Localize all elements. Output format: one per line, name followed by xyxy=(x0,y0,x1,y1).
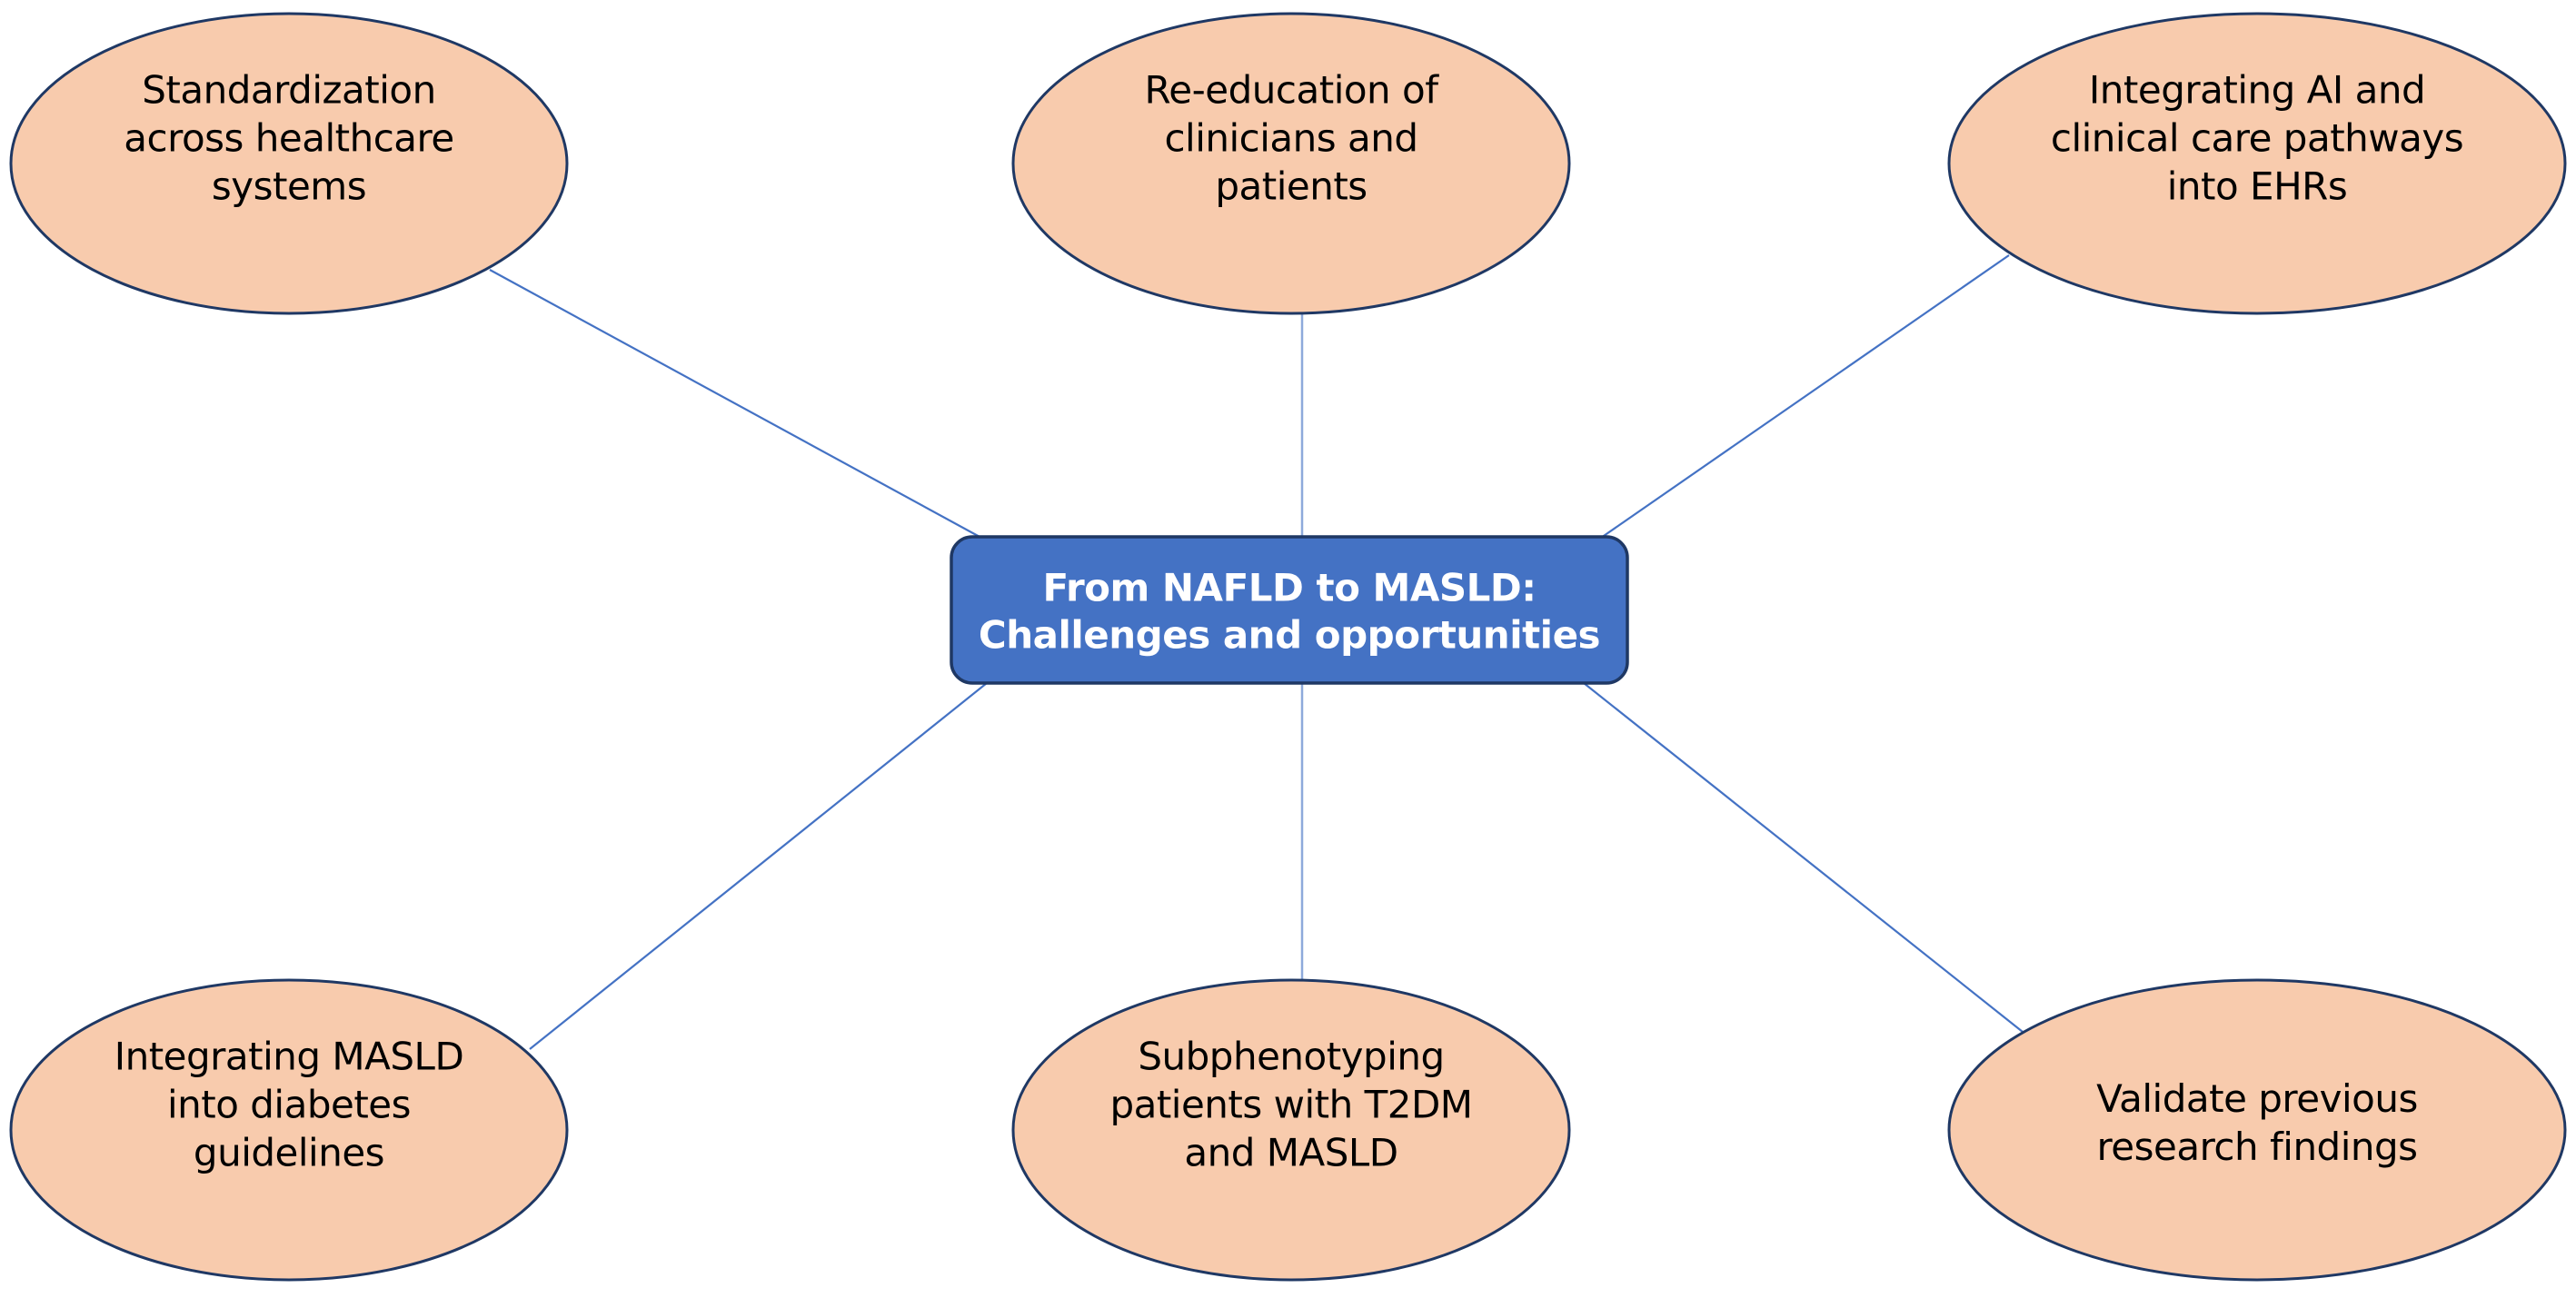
connectors xyxy=(489,254,2024,1050)
center-topic-line-2: Challenges and opportunities xyxy=(979,613,1600,658)
connector-standardization xyxy=(489,269,982,539)
node-ellipse xyxy=(9,978,569,1282)
connector-validate-findings xyxy=(1583,682,2024,1033)
connector-integrating-ai xyxy=(1600,254,2010,539)
node-label-line: Integrating AI and xyxy=(2089,68,2425,113)
node-label-line: guidelines xyxy=(194,1131,384,1175)
node-label-line: into diabetes xyxy=(167,1083,411,1127)
node-label-line: clinical care pathways xyxy=(2051,116,2463,161)
node-ellipse xyxy=(9,12,569,315)
node-label-line: and MASLD xyxy=(1184,1131,1397,1175)
node-ellipse xyxy=(1947,12,2567,315)
node-ellipse xyxy=(1011,12,1571,315)
center-topic-box xyxy=(950,535,1629,685)
node-label-line: research findings xyxy=(2096,1125,2417,1169)
node-label-line: clinicians and xyxy=(1164,116,1417,161)
node-label-line: patients xyxy=(1215,164,1367,209)
center-topic-line-1: From NAFLD to MASLD: xyxy=(1042,566,1536,610)
node-label-line: Standardization xyxy=(142,68,435,113)
node-label-line: Integrating MASLD xyxy=(114,1035,464,1079)
center-topic: From NAFLD to MASLD: Challenges and oppo… xyxy=(950,535,1629,685)
node-ellipse xyxy=(1011,978,1571,1282)
node-label-line: into EHRs xyxy=(2167,164,2348,209)
node-label-line: patients with T2DM xyxy=(1109,1083,1472,1127)
connector-integrating-masld xyxy=(529,682,988,1050)
node-label-line: Subphenotyping xyxy=(1138,1035,1444,1079)
node-label-line: systems xyxy=(212,164,366,209)
node-label-line: across healthcare xyxy=(124,116,453,161)
node-label-line: Re-education of xyxy=(1144,68,1439,113)
node-ellipse xyxy=(1947,978,2567,1282)
node-label-line: Validate previous xyxy=(2096,1076,2418,1121)
